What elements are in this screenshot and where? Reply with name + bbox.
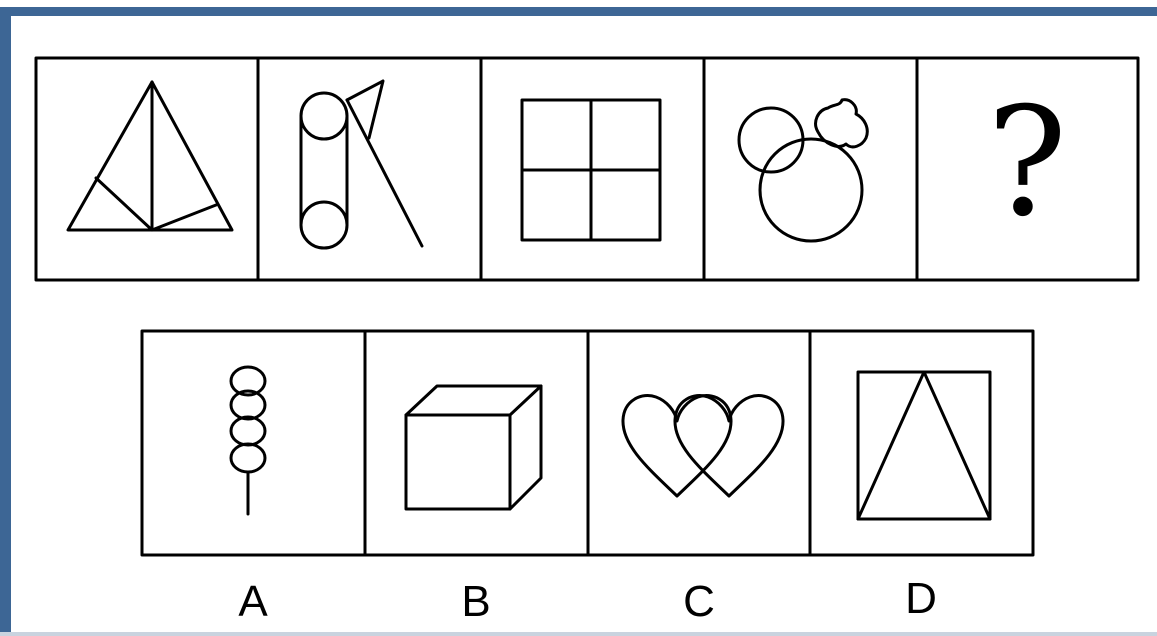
option-label-c: C [683, 577, 715, 626]
cube-icon [406, 386, 541, 509]
option-b[interactable] [406, 386, 541, 509]
option-a[interactable] [231, 367, 265, 514]
option-label-b: B [461, 577, 490, 626]
overlapping-circles-with-blob-icon [739, 100, 867, 241]
square-divided-in-four-icon [522, 100, 660, 240]
question-mark-cell: ? [987, 76, 1067, 250]
option-label-a: A [238, 577, 268, 626]
question-mark: ? [987, 76, 1067, 250]
triangle-with-internal-lines-icon [68, 82, 232, 230]
options-row [142, 331, 1033, 555]
triangle-in-rectangle-icon [858, 372, 990, 519]
option-c[interactable] [623, 396, 783, 496]
option-labels: A B C D [238, 574, 937, 626]
stacked-ovals-on-stick-icon [231, 367, 265, 514]
option-d[interactable] [858, 372, 990, 519]
overlapping-hearts-icon [623, 396, 783, 496]
cylinder-with-slanted-line-icon [301, 81, 422, 248]
option-label-d: D [905, 574, 937, 623]
question-row: ? [36, 58, 1138, 280]
